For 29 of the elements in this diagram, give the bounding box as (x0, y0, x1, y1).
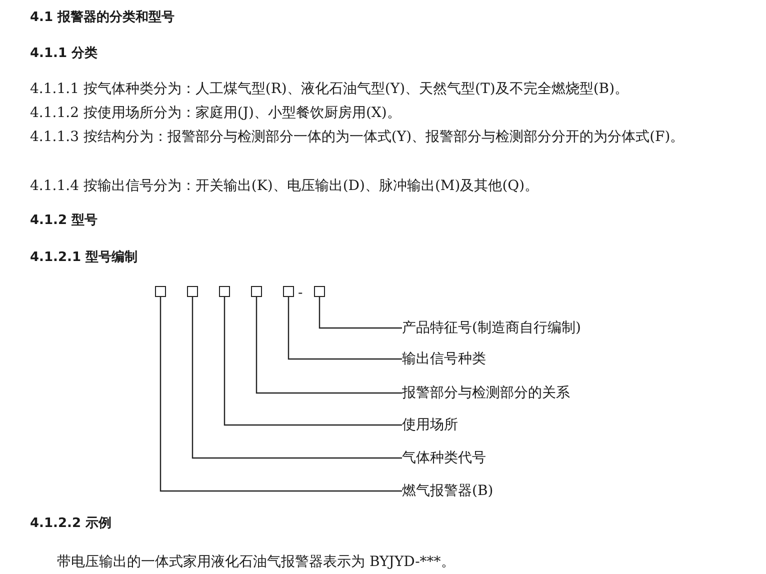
leader-line (288, 297, 402, 360)
paragraph: 4.1.1.3 按结构分为：报警部分与检测部分一体的为一体式(Y)、报警部分与检测部分分开的为分体式(F)。 (30, 128, 686, 147)
section-heading: 4.1.1 分类 (30, 45, 98, 63)
field-description: 气体种类代号 (402, 449, 486, 467)
section-heading: 4.1.2.2 示例 (30, 515, 112, 533)
leader-line (318, 297, 402, 329)
leader-line (256, 297, 402, 394)
leader-line (224, 297, 402, 426)
leader-line (160, 297, 402, 492)
code-box (314, 286, 325, 297)
code-box (187, 286, 198, 297)
field-description: 产品特征号(制造商自行编制) (402, 319, 581, 337)
section-heading: 4.1 报警器的分类和型号 (30, 9, 175, 27)
field-description: 输出信号种类 (402, 350, 486, 368)
field-description: 燃气报警器(B) (402, 482, 494, 500)
field-description: 报警部分与检测部分的关系 (402, 384, 570, 402)
field-description: 使用场所 (402, 416, 458, 434)
paragraph: 4.1.1.4 按输出信号分为：开关输出(K)、电压输出(D)、脉冲输出(M)及其他(Q)。 (30, 177, 539, 196)
separator-dash: - (298, 284, 303, 303)
code-box (251, 286, 262, 297)
code-box (283, 286, 294, 297)
section-heading: 4.1.2 型号 (30, 212, 98, 230)
code-box (155, 286, 166, 297)
paragraph: 4.1.1.1 按气体种类分为：人工煤气型(R)、液化石油气型(Y)、天然气型(T)及不完全燃烧型(B)。 (30, 80, 629, 99)
code-box (219, 286, 230, 297)
paragraph: 4.1.1.2 按使用场所分为：家庭用(J)、小型餐饮厨房用(X)。 (30, 104, 401, 123)
paragraph: 带电压输出的一体式家用液化石油气报警器表示为 BYJYD-***。 (57, 553, 455, 572)
leader-line (192, 297, 402, 459)
section-heading: 4.1.2.1 型号编制 (30, 248, 138, 267)
